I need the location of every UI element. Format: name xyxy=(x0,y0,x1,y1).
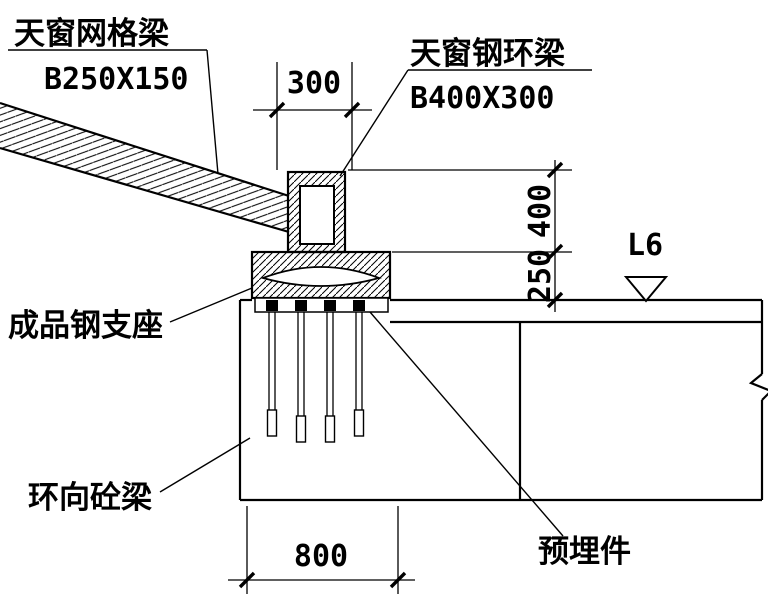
annotations: 天窗网格梁 B250X150 天窗钢环梁 B400X300 成品钢支座 环向砼梁… xyxy=(8,16,631,570)
grid-beam-section xyxy=(0,101,290,234)
label-ring-beam-size: B400X300 xyxy=(410,81,555,116)
dim-text-400: 400 xyxy=(523,184,558,238)
label-embed: 预埋件 xyxy=(538,534,631,570)
dim-text-300: 300 xyxy=(287,66,341,101)
label-concrete-beam: 环向砼梁 xyxy=(28,480,152,516)
concrete-beam-outline xyxy=(238,298,768,502)
weld-mark: L6 xyxy=(623,228,669,303)
dimension-right: 400 250 xyxy=(348,160,572,312)
spherical-bearing-lens xyxy=(260,266,382,287)
label-bearing: 成品钢支座 xyxy=(8,308,163,344)
triangle-mark-icon xyxy=(623,276,669,303)
dimension-bottom: 800 xyxy=(228,506,415,594)
break-line xyxy=(748,373,768,401)
dim-text-800: 800 xyxy=(294,539,348,574)
dimension-top: 300 xyxy=(253,62,372,170)
label-grid-beam-size: B250X150 xyxy=(44,62,189,97)
steel-bearing xyxy=(250,250,392,313)
dim-text-250: 250 xyxy=(523,249,558,303)
anchor-bolts xyxy=(266,312,365,443)
weld-mark-text: L6 xyxy=(627,228,663,263)
ring-beam-section xyxy=(286,170,347,254)
label-grid-beam: 天窗网格梁 xyxy=(14,16,169,52)
label-ring-beam: 天窗钢环梁 xyxy=(410,36,565,72)
